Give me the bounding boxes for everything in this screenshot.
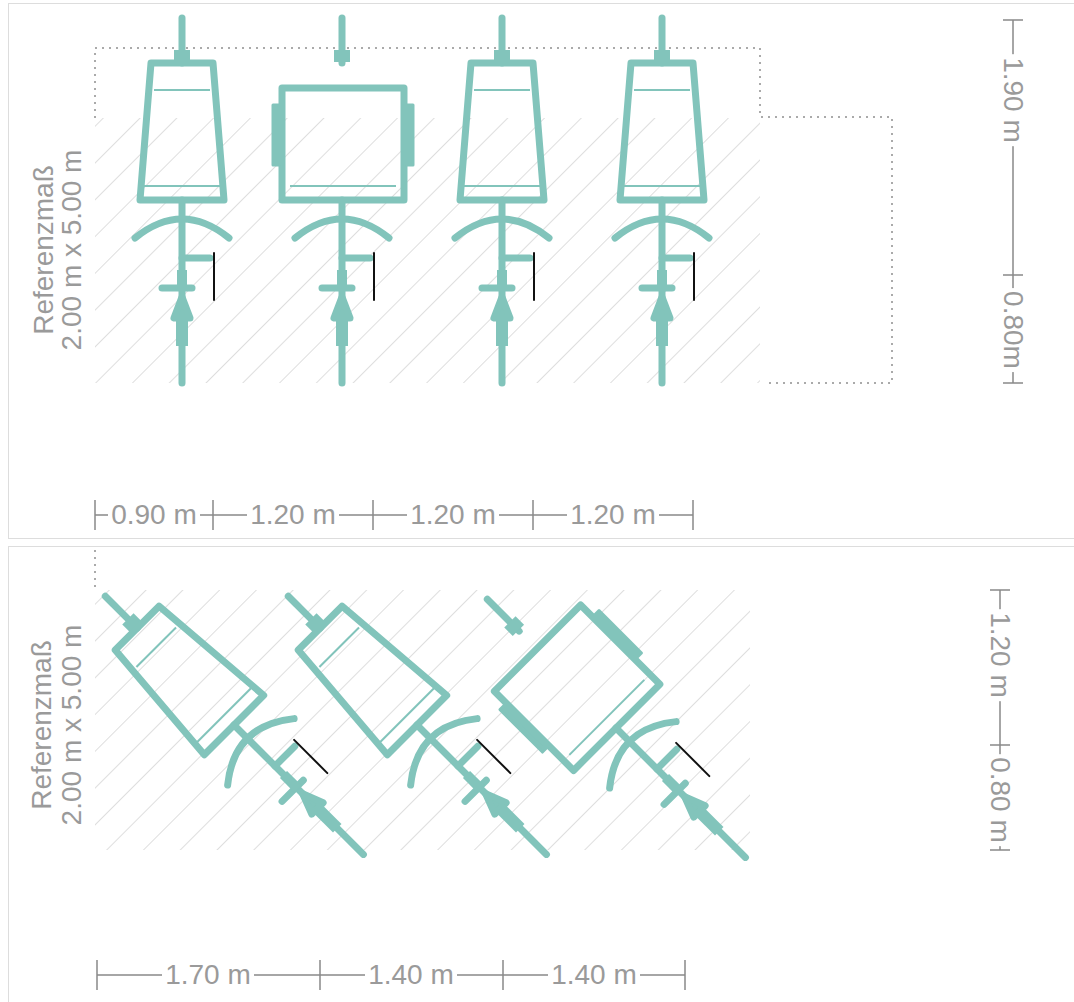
dimension-label: 0.80m [998, 288, 1028, 372]
reference-size: 2.00 m x 5.00 m [57, 147, 87, 354]
reference-label: Referenzmaß [29, 162, 59, 338]
dimension-label: 1.40 m [365, 960, 457, 990]
dimension-label: 1.40 m [548, 960, 640, 990]
dimension-label: 1.20 m [985, 609, 1015, 701]
dimension-label: 1.90 m [998, 54, 1028, 146]
dimension-label: 1.20 m [407, 500, 499, 530]
dimension-label: 1.20 m [567, 500, 659, 530]
dimension-label: 1.70 m [162, 960, 254, 990]
reference-size: 2.00 m x 5.00 m [57, 622, 87, 829]
dimension-label: 1.20 m [247, 500, 339, 530]
dimension-label: 0.80 m [985, 754, 1015, 846]
reference-label: Referenzmaß [27, 637, 57, 813]
dimension-label: 0.90 m [108, 500, 200, 530]
